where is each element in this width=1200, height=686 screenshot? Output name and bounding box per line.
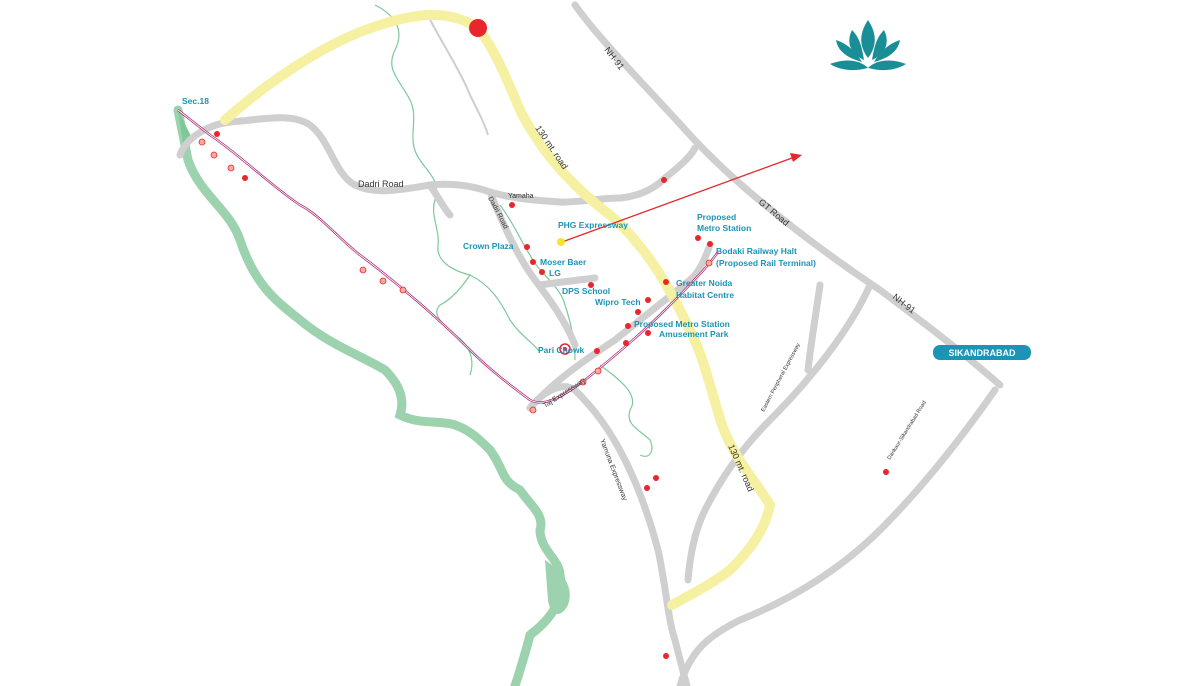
stream-west	[436, 274, 473, 376]
label-gt-road: GT Road	[757, 197, 791, 228]
stream-south	[599, 364, 653, 457]
marker-moser-baer	[530, 259, 536, 265]
marker-h-3	[227, 164, 235, 172]
road-thin	[424, 9, 489, 136]
marker-metro-1	[695, 235, 701, 241]
marker-pari-chowk-dot	[563, 347, 567, 351]
label-sikandrabad: SIKANDRABAD	[949, 348, 1016, 358]
marker-h-4	[359, 266, 367, 274]
marker-lg	[539, 269, 545, 275]
label-proposed-metro: Proposed Metro Station	[634, 319, 730, 329]
marker-h-10	[705, 259, 713, 267]
label-gnhc-1: Greater Noida	[676, 278, 732, 288]
marker-nh91	[661, 177, 667, 183]
metro-line	[177, 109, 719, 404]
marker-south-2	[644, 485, 650, 491]
label-bodaki-1: Bodaki Railway Halt	[716, 246, 797, 256]
road-east-1	[804, 281, 824, 374]
marker-h-7	[529, 406, 537, 414]
marker-dps	[588, 282, 594, 288]
project-location-marker	[557, 238, 565, 246]
arrow-icon	[561, 153, 802, 243]
road-nh91	[571, 1, 1004, 389]
label-crown-plaza: Crown Plaza	[463, 241, 514, 251]
marker-wipro-2	[635, 309, 641, 315]
label-dps-school: DPS School	[562, 286, 610, 296]
road-dadri-branch	[426, 181, 454, 219]
label-sec18: Sec.18	[182, 96, 209, 106]
road-taj-link	[526, 241, 714, 412]
marker-gnhc	[663, 279, 669, 285]
label-lg: LG	[549, 268, 561, 278]
label-phg-expressway: PHG Expressway	[558, 220, 628, 230]
sikandrabad-badge	[933, 345, 1031, 360]
road-local-1	[536, 274, 599, 289]
marker-metro-2	[707, 241, 713, 247]
label-yamaha: Yamaha	[508, 193, 534, 200]
metro-line-inner	[177, 109, 719, 403]
label-dadri-road: Dadri Road	[358, 179, 404, 189]
stream-north	[374, 4, 541, 353]
marker-h-1	[198, 138, 206, 146]
marker-crown-plaza	[524, 244, 530, 250]
marker-h-9	[594, 367, 602, 375]
marker-sec18-a	[214, 131, 220, 137]
marker-east	[883, 469, 889, 475]
marker-amusement	[645, 330, 651, 336]
river-hindon-bulge	[545, 560, 570, 615]
marker-proposed-metro	[625, 323, 631, 329]
markers-hollow	[198, 138, 713, 414]
label-wipro-tech: Wipro Tech	[595, 297, 641, 307]
label-metro-station-1: Proposed	[697, 212, 736, 222]
marker-yamaha	[509, 202, 515, 208]
marker-bottom	[663, 653, 669, 659]
ring-road-130	[220, 9, 775, 610]
lotus-icon	[830, 20, 906, 71]
label-dankaur-road: Dankaur-Sikandrabad Road	[887, 400, 928, 461]
marker-h-5	[379, 277, 387, 285]
marker-wipro	[645, 297, 651, 303]
marker-h-8	[579, 378, 587, 386]
label-pari-chowk: Pari Chowk	[538, 345, 585, 355]
marker-h-6	[399, 286, 407, 294]
road-network	[176, 1, 1004, 686]
label-bodaki-2: (Proposed Rail Terminal)	[716, 258, 816, 268]
road-dankaur	[676, 386, 999, 686]
marker-pari-chowk-2	[594, 348, 600, 354]
marker-sec18-b	[242, 175, 248, 181]
label-metro-station-2: Metro Station	[697, 223, 751, 233]
markers-solid	[214, 19, 889, 659]
marker-south-1	[653, 475, 659, 481]
label-yamuna-expressway: Yamuna Expressway	[598, 438, 628, 502]
road-eastern-peripheral	[684, 281, 874, 584]
road-dadri-local	[486, 188, 579, 349]
road-dadri	[176, 114, 699, 206]
label-moser-baer: Moser Baer	[540, 257, 587, 267]
label-gnhc-2: Habitat Centre	[676, 290, 734, 300]
marker-top	[469, 19, 487, 37]
marker-h-2	[210, 151, 218, 159]
label-amusement-park: Amusement Park	[659, 329, 729, 339]
label-eastern-peripheral: Eastern Peripheral Expressway	[760, 342, 801, 413]
road-yamuna	[526, 383, 691, 686]
marker-pari-east	[623, 340, 629, 346]
